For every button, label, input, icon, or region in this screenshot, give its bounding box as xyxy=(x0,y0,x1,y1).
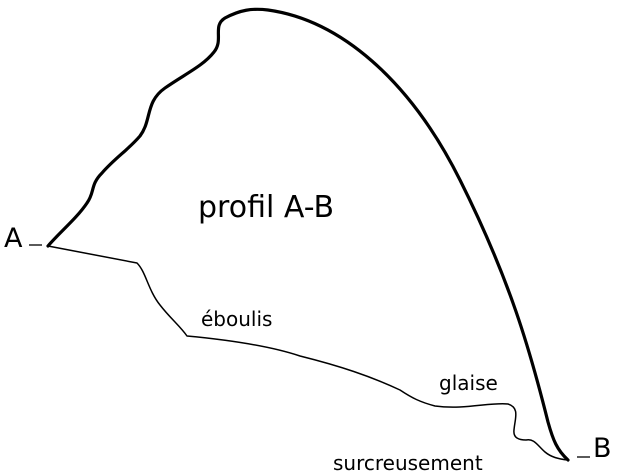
overdeepening-label: surcreusement xyxy=(333,451,483,474)
profile-floor-curve xyxy=(47,245,569,461)
profile-title: profil A-B xyxy=(198,190,334,225)
clay-label: glaise xyxy=(439,371,498,395)
scree-label: éboulis xyxy=(201,307,272,331)
point-b-label: B xyxy=(593,433,612,464)
point-a-label: A xyxy=(4,223,23,254)
profile-outer-curve xyxy=(46,7,570,462)
